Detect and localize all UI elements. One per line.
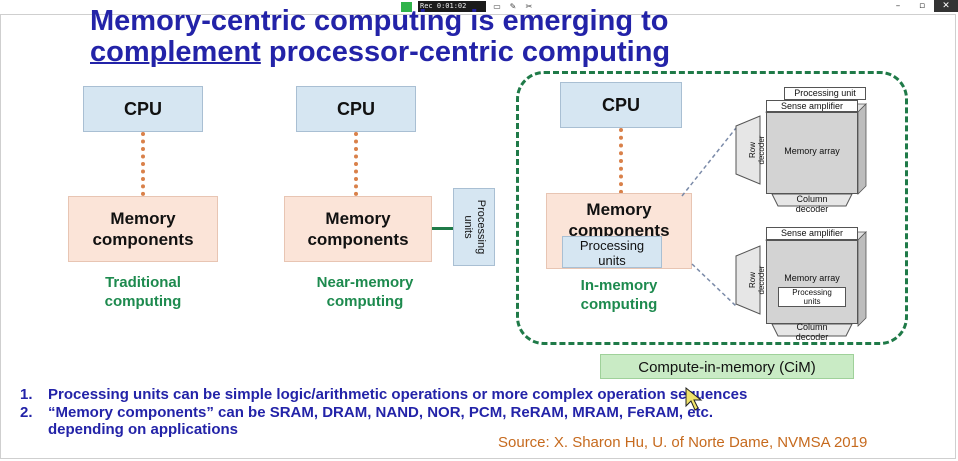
in-memory-label-line2: computing (580, 296, 658, 313)
note-item: 2. “Memory components” can be SRAM, DRAM,… (20, 404, 747, 422)
bottom-memory-array-label: Memory array (784, 273, 840, 283)
note-text: depending on applications (48, 421, 239, 438)
source-citation: Source: X. Sharon Hu, U. of Norte Dame, … (498, 434, 868, 451)
traditional-label: Traditional computing (68, 273, 218, 311)
memory-label-line2: components (92, 230, 194, 249)
in-memory-label-line1: In-memory (580, 277, 658, 294)
title-line-2-rest: processor-centric computing (260, 36, 671, 68)
memory-label-line1: Memory (325, 209, 391, 228)
near-memory-link (432, 227, 454, 230)
column-decoder-line1: Column (796, 322, 828, 332)
top-sense-amplifier: Sense amplifier (766, 100, 858, 112)
traditional-label-line1: Traditional (105, 274, 181, 291)
near-memory-processing-units: Processing units (453, 188, 495, 266)
in-memory-processing-units: Processing units (562, 236, 662, 268)
note-text: Processing units can be simple logic/ari… (48, 386, 748, 403)
slide-title: Memory-centric computing is emerging to … (90, 6, 850, 68)
bottom-row-decoder: Row decoder (748, 265, 766, 295)
cursor-icon (685, 386, 703, 411)
note-number: 2. (20, 403, 33, 421)
row-decoder-line2: decoder (757, 265, 766, 295)
column-decoder-line2: decoder (795, 204, 829, 214)
traditional-label-line2: computing (104, 293, 182, 310)
title-line-2: complement processor-centric computing (90, 37, 850, 68)
near-memory-connector (354, 132, 358, 196)
cim-region (516, 71, 908, 345)
processing-units-line1: Processing (792, 288, 832, 297)
note-item-continuation: depending on applications (20, 421, 747, 439)
title-underlined-word: complement (90, 36, 261, 68)
minimize-icon[interactable]: – (895, 1, 901, 11)
top-column-decoder: Column decoder (774, 194, 850, 214)
in-memory-cpu-box: CPU (560, 82, 682, 128)
top-memory-array-label: Memory array (784, 146, 840, 156)
maximize-icon[interactable]: ▫ (918, 1, 926, 11)
near-memory-label: Near-memory computing (290, 273, 440, 311)
in-memory-label: In-memory computing (546, 276, 692, 314)
notes-list: 1. Processing units can be simple logic/a… (20, 386, 747, 439)
row-decoder-line1: Row (748, 142, 757, 159)
slide-frame (0, 14, 956, 459)
top-row-decoder: Row decoder (748, 135, 766, 165)
top-memory-array: Memory array (766, 112, 858, 194)
traditional-connector (141, 132, 145, 196)
processing-units-line2: units (803, 297, 821, 306)
row-decoder-line1: Row (748, 272, 757, 289)
near-memory-memory-box: Memory components (284, 196, 432, 262)
screen-icon[interactable]: ▭ (493, 2, 501, 11)
record-indicator-icon (401, 2, 412, 12)
pu-label-line2: units (598, 253, 626, 268)
in-memory-connector (619, 128, 623, 194)
near-memory-label-line2: computing (326, 293, 404, 310)
bottom-column-decoder: Column decoder (774, 322, 850, 342)
close-icon[interactable]: ✕ (934, 0, 958, 12)
cim-label: Compute-in-memory (CiM) (600, 354, 854, 379)
traditional-cpu-box: CPU (83, 86, 203, 132)
note-number: 1. (20, 386, 33, 403)
memory-label-line2: components (307, 230, 409, 249)
near-memory-cpu-box: CPU (296, 86, 416, 132)
pu-label-line1: Processing (579, 238, 645, 253)
bottom-sense-amplifier: Sense amplifier (766, 227, 858, 240)
scissors-icon[interactable]: ✂ (525, 2, 533, 11)
title-line-1: Memory-centric computing is emerging to (90, 5, 669, 37)
recording-time: Rec 0:01:02 (418, 1, 486, 12)
traditional-memory-box: Memory components (68, 196, 218, 262)
column-decoder-line1: Column (796, 194, 828, 204)
memory-label-line1: Memory (110, 209, 176, 228)
bottom-processing-units: Processing units (778, 287, 846, 307)
top-processing-unit: Processing unit (784, 87, 866, 100)
note-text: “Memory components” can be SRAM, DRAM, N… (48, 403, 714, 421)
near-memory-label-line1: Near-memory (316, 274, 414, 291)
pen-icon[interactable]: ✎ (509, 2, 517, 11)
note-item: 1. Processing units can be simple logic/a… (20, 386, 747, 404)
bottom-memory-array: Memory array (766, 240, 858, 324)
row-decoder-line2: decoder (757, 135, 766, 165)
memory-label-line1: Memory (586, 200, 652, 219)
column-decoder-line2: decoder (795, 332, 829, 342)
memory-label-line2: components (568, 221, 670, 240)
